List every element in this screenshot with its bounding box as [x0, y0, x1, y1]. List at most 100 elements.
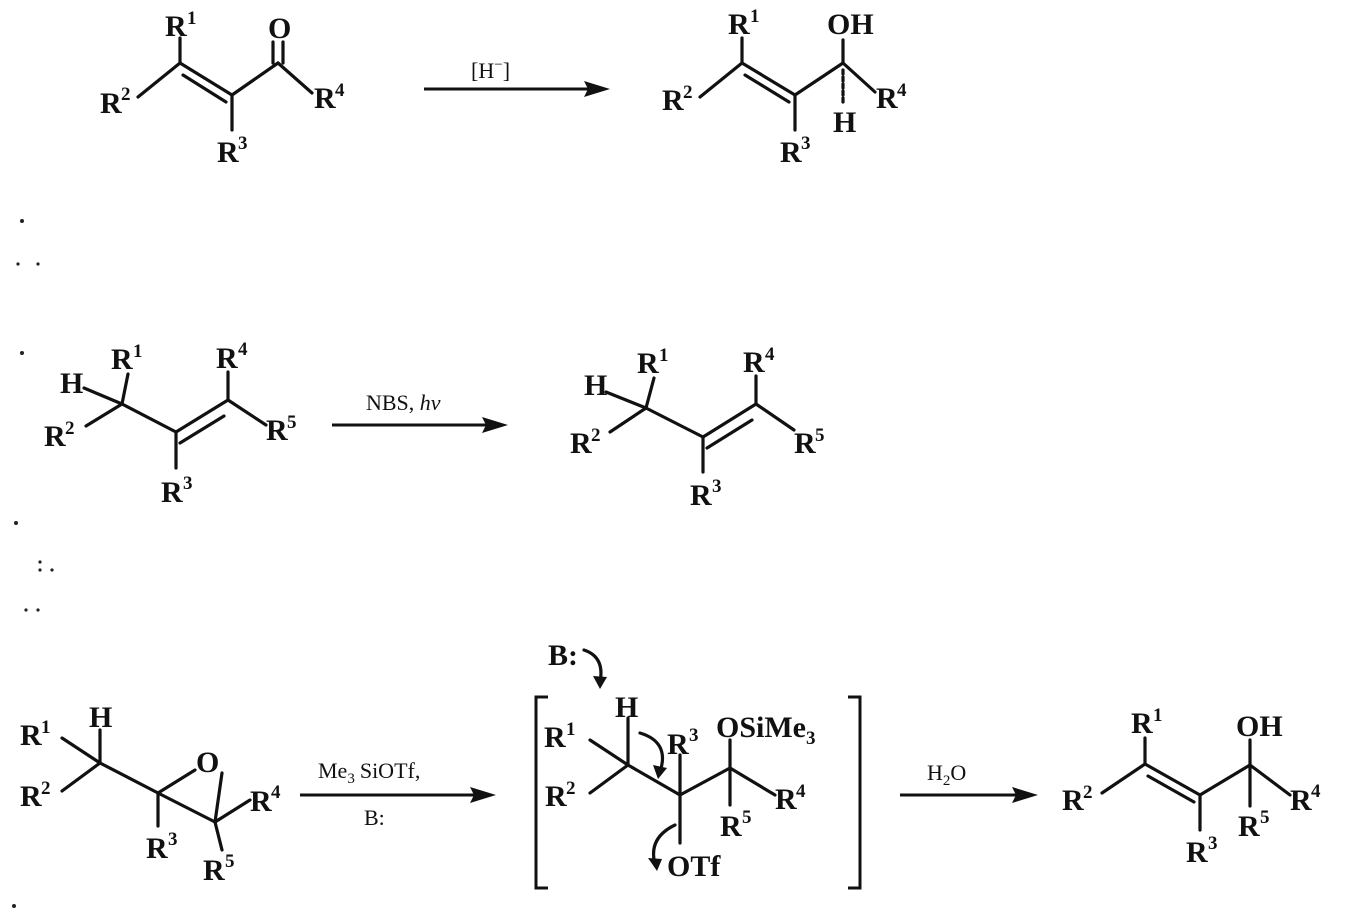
r1-label: R [544, 721, 566, 754]
r2-sup: 2 [566, 778, 576, 799]
r4-sup: 4 [796, 781, 806, 802]
r2-sup: 2 [41, 778, 51, 799]
r4-sup: 4 [335, 80, 345, 101]
r3-label: R [161, 476, 183, 509]
hydrogen-label: H [584, 369, 607, 402]
hydride-shift-arrow [638, 731, 665, 774]
r1-sup: 1 [133, 341, 143, 362]
r2-label: R [570, 427, 592, 460]
hydroxyl-label: OH [1236, 710, 1283, 743]
r2-sup: 2 [1083, 782, 1093, 803]
r4-label: R [1290, 784, 1312, 817]
r1-label: R [165, 10, 187, 43]
scheme-1: R 1 R 2 R 3 O R 4 [H−] R 1 [100, 6, 907, 169]
r3-label: R [667, 728, 689, 761]
allylic-alcohol-product-2: R 1 R 2 R 3 OH R 4 R 5 [1062, 705, 1321, 869]
r4-label: R [216, 342, 238, 375]
base-label: B: [548, 639, 578, 672]
r4-label: R [743, 346, 765, 379]
r4-sup: 4 [271, 782, 281, 803]
r5-label: R [203, 854, 225, 887]
r5-sup: 5 [287, 412, 297, 433]
r4-label: R [775, 783, 797, 816]
r3-label: R [690, 479, 712, 512]
r2-sup: 2 [591, 425, 601, 446]
r3-sup: 3 [801, 133, 811, 154]
r2-sup: 2 [683, 82, 693, 103]
r3-sup: 3 [168, 829, 178, 850]
reaction-arrow-2: NBS, hν [332, 390, 508, 433]
r1-label: R [111, 343, 133, 376]
r2-label: R [44, 420, 66, 453]
r1-sup: 1 [41, 717, 51, 738]
otf-label: OTf [667, 850, 721, 883]
r5-sup: 5 [742, 807, 752, 828]
r1-sup: 1 [187, 8, 197, 29]
r3-label: R [217, 136, 239, 169]
reaction-arrow-1: [H−] [424, 57, 610, 97]
r5-sup: 5 [815, 425, 825, 446]
epoxide-oxygen: O [196, 746, 219, 779]
epoxide-reactant: H R 1 R 2 O R 3 R 4 R 5 [20, 701, 281, 887]
r4-sup: 4 [765, 344, 775, 365]
carbonyl-oxygen: O [268, 12, 291, 45]
r5-label: R [266, 414, 288, 447]
r4-label: R [250, 785, 272, 818]
water-reagent: H2O [927, 760, 966, 789]
left-bracket [534, 695, 548, 890]
r3-label: R [146, 832, 168, 865]
r4-sup: 4 [1311, 781, 1321, 802]
scan-specks [12, 219, 54, 908]
r3-sup: 3 [712, 476, 722, 497]
right-bracket [848, 695, 862, 890]
enone-reactant: R 1 R 2 R 3 O R 4 [100, 8, 345, 169]
hydrogen-label: H [615, 691, 638, 724]
r1-sup: 1 [1153, 705, 1163, 726]
r1-sup: 1 [566, 719, 576, 740]
reaction-arrow-4: H2O [900, 760, 1038, 803]
r5-label: R [1238, 810, 1260, 843]
r3-label: R [1186, 836, 1208, 869]
r1-sup: 1 [659, 345, 669, 366]
r4-sup: 4 [897, 80, 907, 101]
hydrogen-label: H [89, 701, 112, 734]
r2-sup: 2 [121, 84, 131, 105]
alkene-reactant: H R 1 R 2 R 3 R 4 R 5 [44, 339, 297, 509]
r3-sup: 3 [238, 133, 248, 154]
r4-label: R [876, 82, 898, 115]
r2-label: R [1062, 784, 1084, 817]
r5-sup: 5 [225, 851, 235, 872]
r2-label: R [545, 780, 567, 813]
r3-sup: 3 [1208, 833, 1218, 854]
scheme-2: H R 1 R 2 R 3 R 4 R 5 NBS, hν [44, 339, 825, 512]
r2-label: R [662, 84, 684, 117]
r1-label: R [728, 8, 750, 41]
r2-sup: 2 [65, 418, 75, 439]
r3-sup: 3 [689, 725, 699, 746]
r1-sup: 1 [750, 6, 760, 27]
bracketed-intermediate: B: H R 1 R 2 R 3 OSiMe3 R [534, 639, 862, 890]
r2-label: R [20, 780, 42, 813]
alkene-product: H R 1 R 2 R 3 R 4 R 5 [570, 344, 825, 512]
r3-sup: 3 [183, 473, 193, 494]
hydride-reagent: [H−] [471, 57, 510, 83]
r4-sup: 4 [238, 339, 248, 360]
r5-label: R [720, 810, 742, 843]
r5-sup: 5 [1260, 807, 1270, 828]
r5-label: R [794, 427, 816, 460]
r4-label: R [314, 82, 336, 115]
hydrogen-label: H [833, 106, 856, 139]
base-reagent: B: [364, 805, 385, 830]
hydrogen-label: H [60, 367, 83, 400]
r2-label: R [100, 87, 122, 120]
osime3-label: OSiMe3 [716, 711, 816, 749]
nbs-reagent: NBS, hν [366, 390, 441, 415]
r1-label: R [637, 347, 659, 380]
r1-label: R [20, 719, 42, 752]
r3-label: R [780, 136, 802, 169]
r1-label: R [1131, 707, 1153, 740]
